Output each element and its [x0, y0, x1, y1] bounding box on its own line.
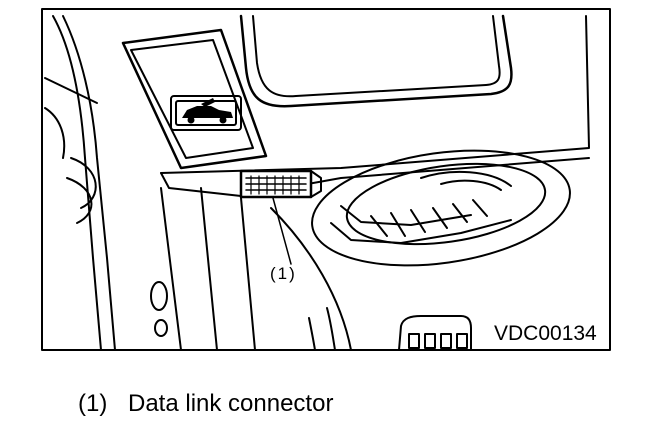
data-link-connector — [239, 169, 322, 199]
figure-code: VDC00134 — [494, 322, 597, 345]
car-hood-icon — [182, 98, 233, 124]
callout-leader — [272, 197, 292, 265]
hood-release-panel — [121, 28, 268, 170]
callout-label-1: (1) — [270, 264, 297, 283]
legend-item-number: (1) — [78, 390, 108, 417]
vehicle-illustration — [41, 8, 611, 351]
legend: (1) Data link connector — [78, 390, 333, 418]
legend-item-text: Data link connector — [128, 390, 334, 417]
legend-item: (1) Data link connector — [78, 390, 333, 418]
